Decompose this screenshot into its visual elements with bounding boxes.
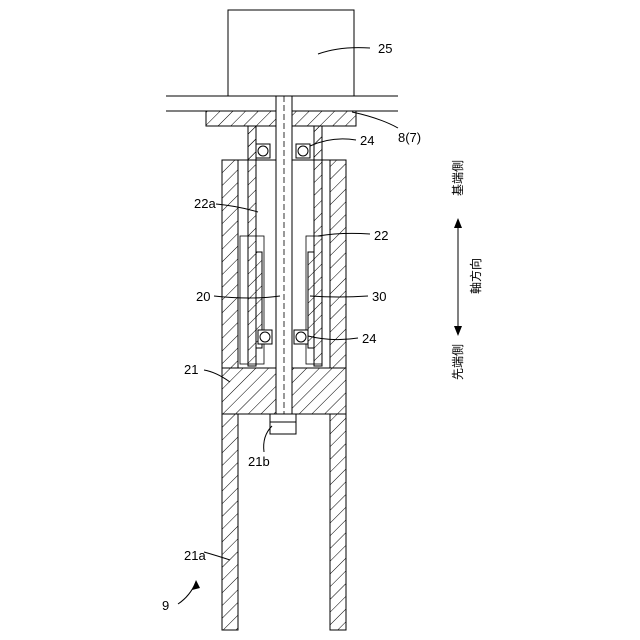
label-inner-channel: 22a <box>194 196 216 211</box>
label-mount: 8(7) <box>398 130 421 145</box>
label-base-side: 基端側 <box>451 160 465 196</box>
label-assembly: 9 <box>162 598 169 613</box>
sleeve-right-wall <box>314 126 322 366</box>
label-probe: 21a <box>184 548 206 563</box>
leader-assembly-arrow <box>192 580 200 590</box>
housing-right-wall <box>330 160 346 368</box>
label-nut: 30 <box>372 289 386 304</box>
label-axial: 軸方向 <box>468 258 483 294</box>
label-coupling: 21b <box>248 454 270 469</box>
label-motor: 25 <box>378 41 392 56</box>
label-bearing-top: 24 <box>360 133 374 148</box>
label-shaft: 20 <box>196 289 210 304</box>
direction-arrow-up <box>454 218 462 228</box>
nut-right <box>308 252 314 348</box>
probe-left-leg <box>222 414 238 630</box>
motor-block <box>228 10 354 96</box>
sleeve-left-wall <box>248 126 256 366</box>
label-bearing-bottom: 24 <box>362 331 376 346</box>
direction-indicator: 基端側 軸方向 先端側 <box>451 160 483 380</box>
label-sleeve: 22 <box>374 228 388 243</box>
label-tip-side: 先端側 <box>451 344 465 380</box>
housing-left-wall <box>222 160 238 368</box>
probe-right-leg <box>330 414 346 630</box>
label-housing: 21 <box>184 362 198 377</box>
direction-arrow-down <box>454 326 462 336</box>
leader-assembly <box>178 582 196 604</box>
leader-mount <box>352 112 398 128</box>
coupling-block <box>270 414 296 434</box>
